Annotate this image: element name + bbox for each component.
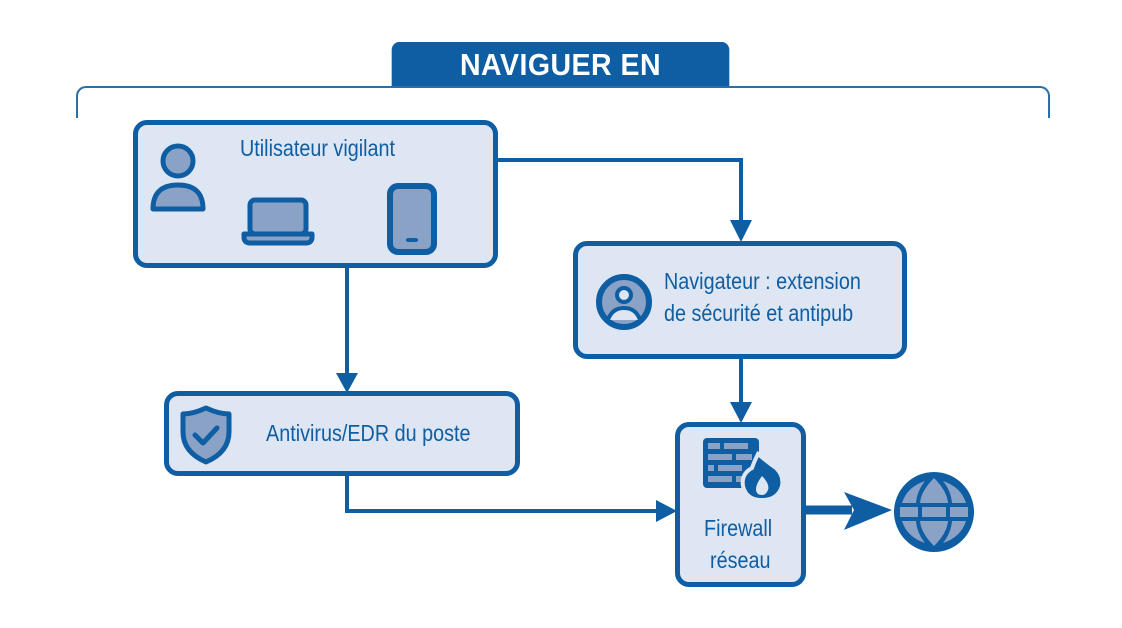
arrowhead-browser (730, 220, 752, 242)
node-user: Utilisateur vigilant (133, 120, 498, 268)
laptop-icon (241, 197, 315, 246)
firewall-icon (703, 438, 785, 503)
smartphone-icon (387, 183, 437, 255)
edge-antivirus-firewall (345, 475, 668, 513)
user-icon (150, 143, 206, 212)
arrowhead-antivirus (336, 373, 358, 393)
shield-check-icon (180, 405, 232, 465)
node-antivirus-label: Antivirus/EDR du poste (266, 420, 471, 446)
node-firewall: Firewall réseau (675, 422, 806, 587)
node-browser-label-line2: de sécurité et antipub (664, 300, 854, 326)
node-browser: Navigateur : extension de sécurité et an… (573, 241, 907, 359)
node-firewall-label-line1: Firewall (704, 515, 773, 541)
diagram-title: NAVIGUER EN SÉCURITÉ (391, 42, 730, 128)
title-bracket (76, 86, 1050, 118)
arrowhead-internet (844, 492, 892, 530)
node-antivirus: Antivirus/EDR du poste (164, 391, 520, 476)
node-browser-label-line1: Navigateur : extension (664, 268, 861, 294)
globe-icon (894, 472, 974, 552)
arrowhead-firewall-left (656, 500, 677, 522)
user-circle-icon (596, 274, 652, 330)
node-user-label: Utilisateur vigilant (240, 135, 396, 161)
node-firewall-label-line2: réseau (710, 547, 771, 573)
edge-user-browser (496, 158, 743, 232)
arrowhead-firewall-top (730, 402, 752, 423)
